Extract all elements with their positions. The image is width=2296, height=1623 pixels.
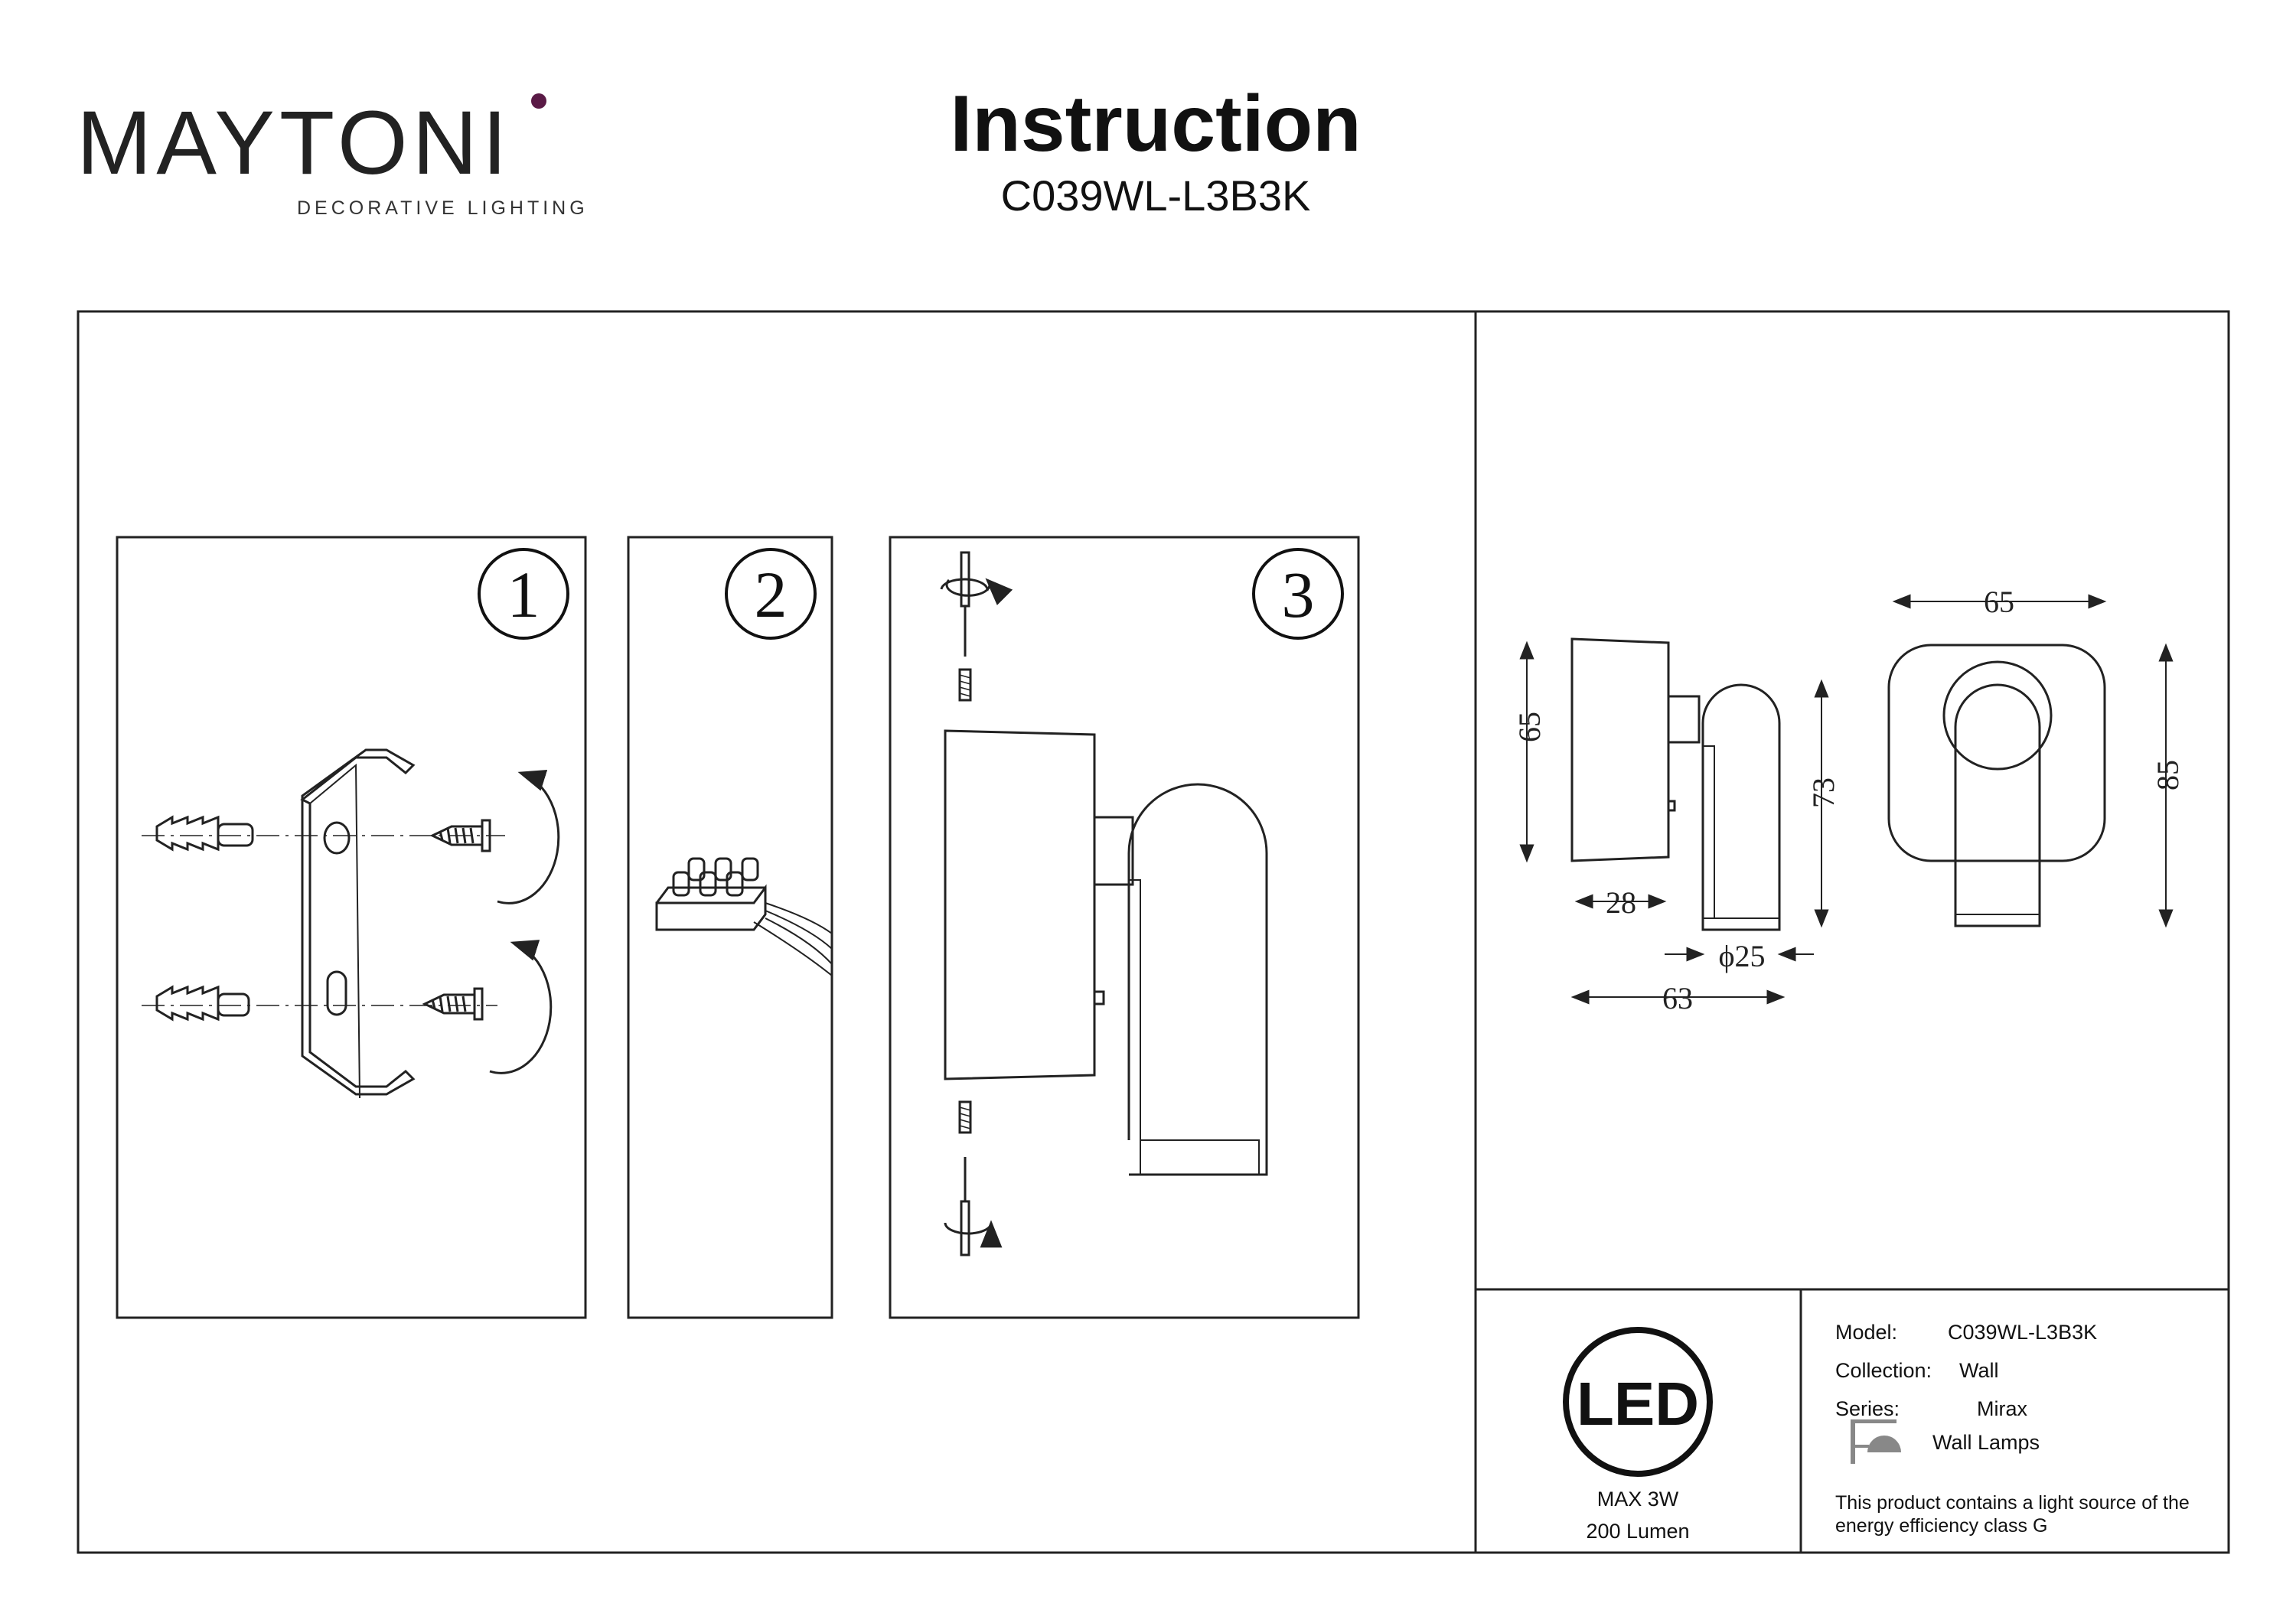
- dim-base-depth: 28: [1606, 885, 1636, 920]
- lamp-arm: [1093, 816, 1134, 886]
- screwdriver-bottom-handle: [960, 1200, 970, 1256]
- lamp-tube: [1127, 783, 1268, 1176]
- brand-tagline: DECORATIVE LIGHTING: [297, 197, 589, 219]
- rotate-arrow-top: [497, 770, 560, 904]
- rotate-arrow-step3-top: [945, 578, 1013, 606]
- step-2-panel: [627, 536, 833, 1319]
- mounting-bracket: [300, 748, 416, 1096]
- set-screw-top: [958, 668, 972, 702]
- dim-side-tube: [1701, 683, 1781, 931]
- step-1-label: 1: [507, 558, 540, 631]
- wire-2: [765, 910, 833, 950]
- screw-bottom: [422, 987, 484, 1021]
- dimension-front-view: [1887, 594, 2174, 928]
- dimension-side-view: [1519, 637, 1829, 1005]
- wire-1: [765, 902, 833, 934]
- bracket-hole-top: [323, 821, 351, 855]
- wire-4: [753, 921, 833, 976]
- spec-series-label: Series:: [1835, 1397, 1900, 1420]
- step-2-number: 2: [725, 548, 817, 640]
- step-3-panel: [889, 536, 1360, 1319]
- dim-front-base: [1887, 644, 2106, 862]
- spec-series-value: Mirax: [1977, 1397, 2027, 1420]
- dim-side-height: 65: [1512, 712, 1547, 742]
- spec-collection-label: Collection:: [1835, 1359, 1932, 1382]
- page-title: Instruction: [950, 80, 1362, 168]
- dim-tube-diameter: ϕ25: [1718, 939, 1765, 973]
- brand-name: MAYTONI: [77, 93, 512, 194]
- step-1-panel: [116, 536, 587, 1319]
- dim-front-ring: [1942, 660, 2053, 771]
- step-2-label: 2: [755, 558, 788, 631]
- dim-side-base: [1570, 637, 1670, 862]
- spec-model-value: C039WL-L3B3K: [1948, 1321, 2098, 1344]
- brand-logo: MAYTONI: [77, 98, 512, 188]
- step-3-label: 3: [1282, 558, 1315, 631]
- spec-collection-value: Wall: [1959, 1359, 1999, 1382]
- dim-front-width: 65: [1984, 585, 2014, 619]
- step-3-drawing: [940, 551, 1268, 1256]
- terminal-screw-1: [672, 871, 690, 897]
- dim-front-height: 85: [2151, 760, 2185, 790]
- step-1-number: 1: [478, 548, 569, 640]
- rotate-arrow-step3-bottom: [944, 1220, 1003, 1248]
- spec-model-label: Model:: [1835, 1321, 1898, 1344]
- lamp-base-side: [944, 729, 1096, 1080]
- brand-logo-dot: [531, 93, 546, 109]
- dim-lamp-height: 73: [1806, 777, 1841, 808]
- led-icon: LED: [1563, 1327, 1713, 1477]
- bracket-hole-slot: [326, 970, 347, 1016]
- led-power: MAX 3W: [1596, 1488, 1679, 1511]
- rotate-arrow-bottom: [489, 940, 553, 1074]
- spec-energy-note-line2: energy efficiency class G: [1835, 1515, 2048, 1537]
- wall-anchor-bottom: [155, 985, 250, 1022]
- step-3-number: 3: [1252, 548, 1344, 640]
- wire-3: [765, 917, 833, 965]
- lamp-switch: [1093, 990, 1105, 1005]
- wall-lamp-icon: [1851, 1419, 1901, 1464]
- step-2-drawing: [655, 857, 833, 976]
- step-1-drawing: [142, 748, 560, 1099]
- page-model-code: C039WL-L3B3K: [1000, 171, 1311, 220]
- outer-frame: [77, 310, 2230, 1554]
- led-icon-label: LED: [1577, 1370, 1699, 1438]
- wall-anchor-top: [155, 815, 254, 852]
- terminal-screw-3: [726, 871, 744, 897]
- set-screw-bottom: [958, 1100, 972, 1134]
- spec-type-value: Wall Lamps: [1932, 1431, 2040, 1454]
- dim-front-tube: [1954, 683, 2041, 927]
- terminal-screw-2: [699, 871, 717, 897]
- spec-energy-note-line1: This product contains a light source of …: [1835, 1492, 2190, 1514]
- terminal-block: [655, 884, 767, 931]
- led-lumen: 200 Lumen: [1586, 1520, 1690, 1543]
- dim-total-depth: 63: [1662, 981, 1693, 1015]
- dim-side-arm: [1667, 695, 1701, 744]
